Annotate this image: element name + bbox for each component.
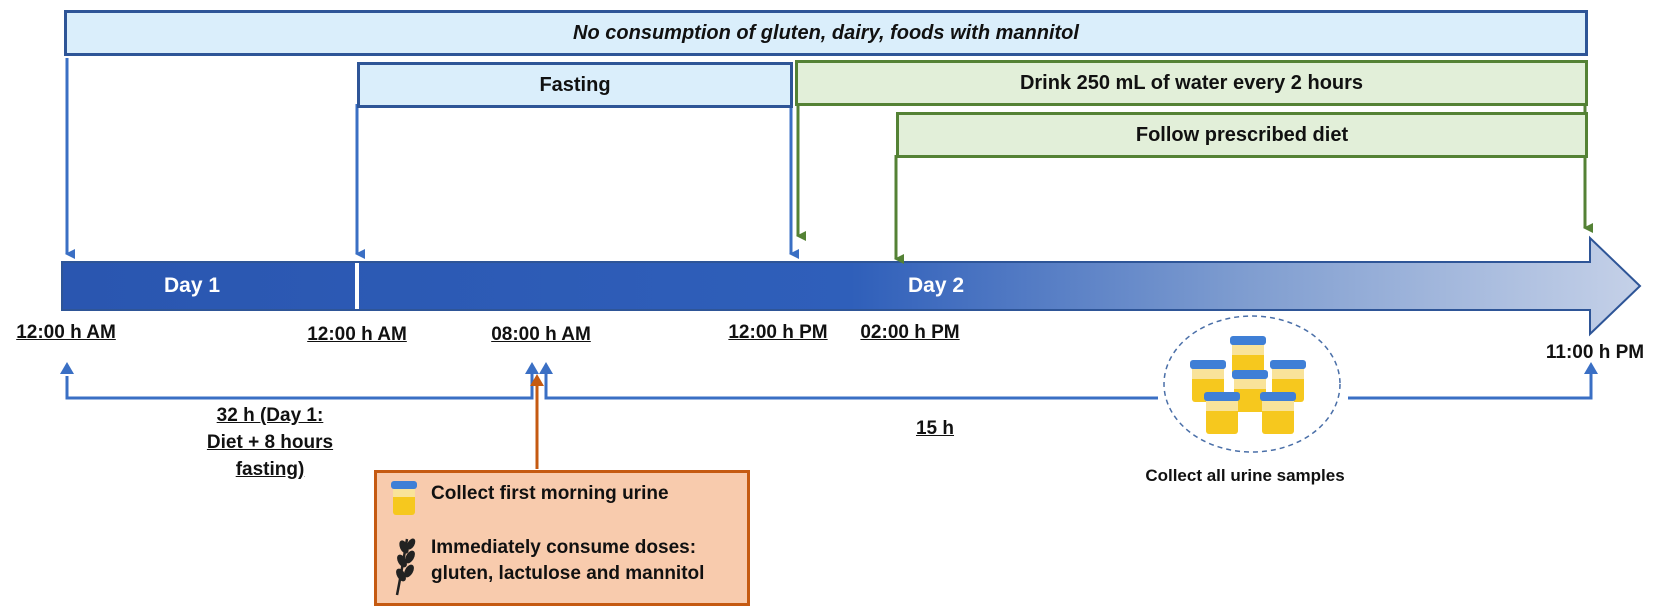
duration-15h: 15 h [915,418,955,439]
urine-cups-icon [1190,336,1306,434]
fasting-box: Fasting [357,62,793,108]
bracket-32h [65,374,534,400]
no-consumption-text: No consumption of gluten, dairy, foods w… [573,21,1079,44]
bracket-15h-arrow-left [539,362,553,374]
bracket-15h-arrow-right [1584,362,1598,374]
consume-doses-text: Immediately consume doses: [431,537,697,558]
morning-instructions-box: Collect first morning urine Immediately … [374,470,750,606]
day2-label: Day 2 [907,274,965,297]
arrow-orange-head [530,374,544,386]
timeline-bar [61,235,1642,337]
wheat-icon [395,538,416,596]
time-noon: 12:00 h PM [728,322,828,343]
bracket-32h-arrow-left [60,362,74,374]
duration-32h: 32 h (Day 1: Diet + 8 hours fasting) [207,402,333,483]
time-day1-start: 12:00 h AM [16,322,116,343]
bracket-32h-arrow-right [525,362,539,374]
water-text: Drink 250 mL of water every 2 hours [1019,71,1364,94]
collect-all-label: Collect all urine samples [1145,466,1345,485]
time-8am: 08:00 h AM [491,324,591,345]
urine-samples-circle [1163,315,1341,453]
duration-32h-line3: fasting) [235,459,305,480]
diet-text: Follow prescribed diet [1135,123,1349,146]
time-midnight: 12:00 h AM [307,324,407,345]
consume-doses-row: Immediately consume doses: gluten, lactu… [391,535,704,597]
day1-label: Day 1 [163,274,221,297]
duration-32h-line1: 32 h (Day 1: [216,405,324,426]
urine-cup-icon [391,481,417,515]
water-box: Drink 250 mL of water every 2 hours [795,60,1588,106]
no-consumption-banner: No consumption of gluten, dairy, foods w… [64,10,1588,56]
doses-list-text: gluten, lactulose and mannitol [431,563,705,584]
collect-urine-text: Collect first morning urine [431,483,669,504]
duration-32h-line2: Diet + 8 hours [206,432,334,453]
bracket-15h-right [1348,374,1593,400]
fasting-text: Fasting [539,73,611,96]
diet-box: Follow prescribed diet [896,112,1588,158]
time-11pm: 11:00 h PM [1545,342,1645,363]
bracket-15h [544,374,1158,400]
time-2pm: 02:00 h PM [860,322,960,343]
collect-urine-row: Collect first morning urine [391,481,669,517]
